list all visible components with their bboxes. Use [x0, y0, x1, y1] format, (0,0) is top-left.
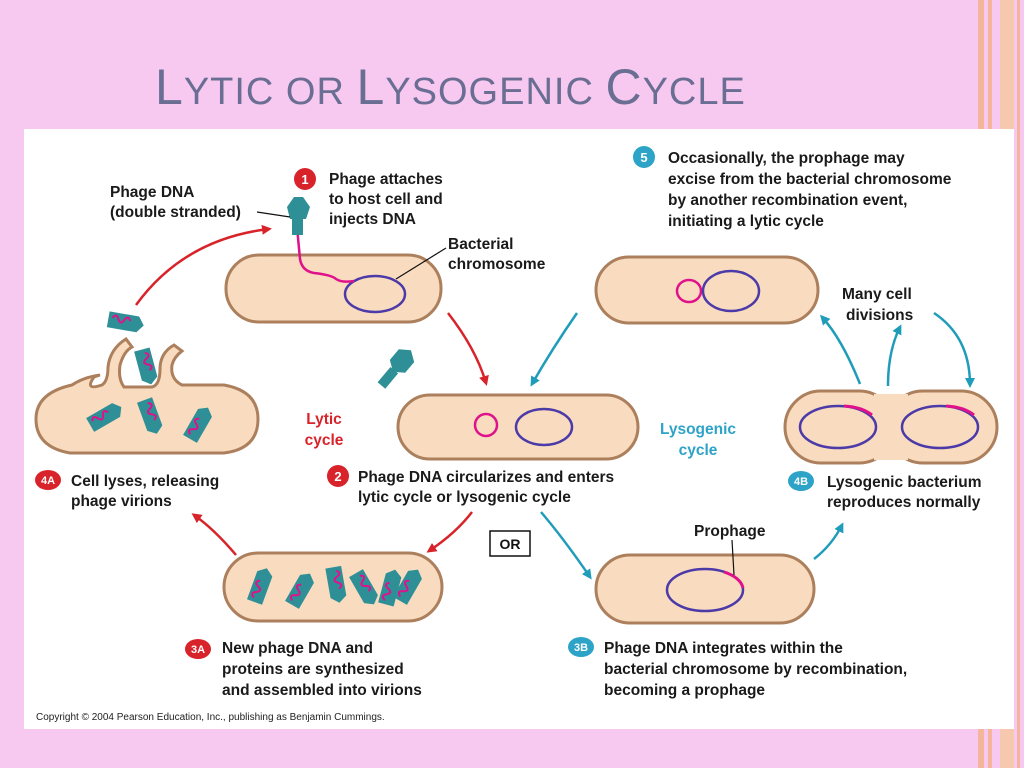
- many-divisions-label: divisions: [846, 307, 913, 324]
- lytic-lysogenic-diagram: 1 2 4A 3A 5 4B 3B Phage DNA (double stra…: [34, 146, 999, 723]
- lytic-arrow: [191, 513, 237, 556]
- leader-line: [256, 211, 291, 218]
- step-5-text: by another recombination event,: [668, 192, 907, 209]
- step-1-text: to host cell and: [329, 191, 443, 208]
- step-5-number: 5: [640, 150, 647, 165]
- step-4a-text: Cell lyses, releasing: [71, 473, 219, 490]
- phage-tail: [292, 219, 303, 235]
- step-3b-badge: [568, 637, 594, 657]
- step-3a-badge: [185, 639, 211, 659]
- bacterial-cell: [224, 253, 443, 324]
- step-4b-text: reproduces normally: [827, 494, 981, 511]
- or-box: [489, 530, 531, 557]
- step-4b-text: Lysogenic bacterium: [827, 474, 981, 491]
- prophage-segment: [945, 404, 975, 417]
- title-cap: L: [356, 59, 386, 115]
- step-4b-badge: [788, 471, 814, 491]
- phage-dna-label: Phage DNA: [110, 184, 194, 201]
- attached-phage: [287, 197, 310, 219]
- step-3a-text: and assembled into virions: [222, 682, 422, 699]
- step-5-badge: [633, 146, 655, 168]
- lysogenic-cycle-label: cycle: [679, 442, 718, 459]
- title-cap: L: [155, 59, 184, 115]
- title-word: YSOGENIC: [385, 71, 606, 113]
- step-3b-number: 3B: [574, 642, 588, 654]
- diagram-panel: 1 2 4A 3A 5 4B 3B Phage DNA (double stra…: [24, 129, 1014, 729]
- bacterial-cell: [396, 393, 640, 461]
- step-2-badge: [327, 465, 349, 487]
- lytic-arrow: [447, 312, 489, 386]
- step-3a-text: New phage DNA and: [222, 640, 373, 657]
- excising-prophage: [675, 278, 703, 304]
- step-4a-number: 4A: [41, 475, 55, 487]
- step-2-number: 2: [334, 469, 341, 484]
- title-cap: C: [605, 59, 643, 115]
- step-1-text: injects DNA: [329, 211, 416, 228]
- released-virion: [133, 346, 160, 388]
- leader-line: [731, 539, 735, 576]
- lysogenic-arrow: [819, 314, 862, 385]
- prophage-label: Prophage: [694, 523, 766, 540]
- step-3a-number: 3A: [191, 644, 205, 656]
- step-4b-number: 4B: [794, 476, 808, 488]
- lytic-arrow: [426, 511, 473, 553]
- lysogenic-arrow: [813, 522, 844, 560]
- bacterial-chromosome: [514, 407, 574, 447]
- leader-line: [395, 247, 447, 280]
- bacterial-chromosome-label: Bacterial: [448, 236, 513, 253]
- step-1-number: 1: [301, 172, 308, 187]
- step-1-text: Phage attaches: [329, 171, 443, 188]
- decor-stripe: [1017, 0, 1020, 768]
- or-label: OR: [500, 536, 521, 552]
- bacterial-chromosome: [701, 269, 761, 313]
- released-virion: [105, 310, 147, 335]
- step-5-text: initiating a lytic cycle: [668, 213, 824, 230]
- step-2-text: Phage DNA circularizes and enters: [358, 469, 614, 486]
- prophage-segment: [843, 404, 873, 417]
- step-3b-text: becoming a prophage: [604, 682, 765, 699]
- title-word: YTIC OR: [183, 71, 357, 113]
- step-2-text: lytic cycle or lysogenic cycle: [358, 489, 571, 506]
- copyright-notice: Copyright © 2004 Pearson Education, Inc.…: [36, 712, 385, 723]
- bacterial-chromosome-label: chromosome: [448, 256, 546, 273]
- lysogenic-arrow: [886, 324, 902, 387]
- lysogenic-arrow: [540, 511, 592, 580]
- lysogenic-arrow: [530, 312, 579, 387]
- bacterial-cell: [594, 553, 816, 625]
- bacterial-chromosome: [343, 274, 407, 314]
- lysogenic-cycle-label: Lysogenic: [660, 421, 736, 438]
- bacterial-chromosome: [665, 567, 745, 613]
- bacterial-chromosome: [900, 404, 980, 450]
- lytic-cycle-label: cycle: [305, 432, 344, 449]
- title-word: YCLE: [642, 71, 746, 113]
- free-phage: [377, 349, 415, 389]
- lytic-cycle-label: Lytic: [306, 411, 342, 428]
- lysogenic-arrow: [933, 311, 975, 388]
- step-4a-badge: [35, 470, 61, 490]
- slide-title: LYTIC OR LYSOGENIC CYCLE: [155, 58, 746, 116]
- bacterial-chromosome: [798, 404, 878, 450]
- lytic-arrow: [134, 224, 272, 306]
- step-5-text: Occasionally, the prophage may: [668, 150, 905, 167]
- many-divisions-label: Many cell: [842, 286, 912, 303]
- phage-dna-sublabel: (double stranded): [110, 204, 241, 221]
- step-3b-text: Phage DNA integrates within the: [604, 640, 843, 657]
- prophage-segment: [723, 570, 745, 589]
- circular-phage-dna: [473, 412, 499, 438]
- step-3b-text: bacterial chromosome by recombination,: [604, 661, 907, 678]
- injected-phage-dna: [295, 226, 355, 283]
- bacterial-cell: [594, 255, 820, 325]
- step-3a-text: proteins are synthesized: [222, 661, 404, 678]
- step-1-badge: [294, 168, 316, 190]
- step-4a-text: phage virions: [71, 493, 172, 510]
- step-5-text: excise from the bacterial chromosome: [668, 171, 952, 188]
